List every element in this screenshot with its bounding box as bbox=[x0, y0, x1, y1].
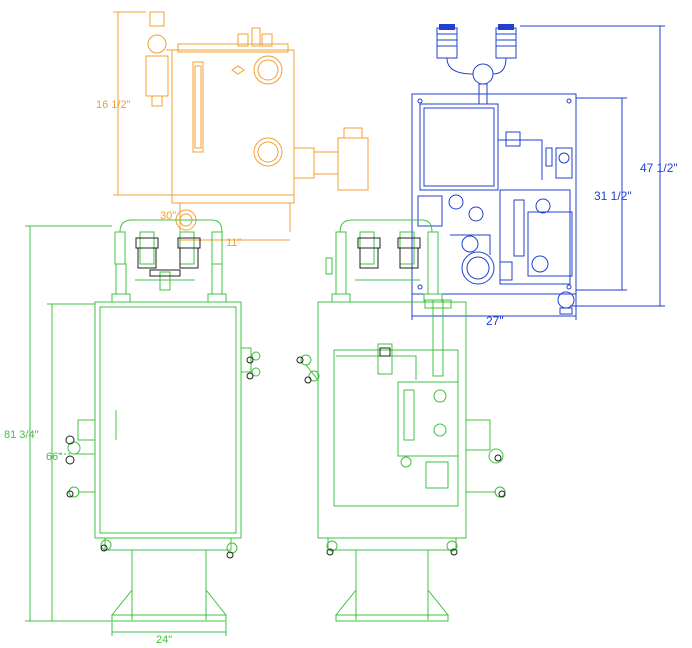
green-base-width-label: 24" bbox=[156, 634, 172, 646]
orange-small-label: 11" bbox=[226, 237, 241, 249]
orange-height-label: 16 1/2" bbox=[96, 99, 131, 111]
blue-couplers-fill bbox=[439, 24, 514, 30]
blue-inner-height-label: 31 1/2" bbox=[594, 189, 632, 203]
green-inlet-height-label: 66" bbox=[46, 451, 62, 463]
green-front-view bbox=[25, 219, 261, 636]
green-side-dark-parts bbox=[296, 237, 506, 556]
orange-regulator-unit bbox=[113, 11, 369, 241]
orange-width-label: 30" bbox=[160, 210, 176, 222]
blue-width-label: 27" bbox=[486, 314, 504, 328]
blue-outer-height-label: 47 1/2" bbox=[640, 161, 678, 175]
green-front-dark-parts bbox=[65, 237, 254, 559]
blue-control-panel bbox=[411, 25, 665, 320]
green-total-height-label: 81 3/4" bbox=[4, 429, 39, 441]
green-side-view bbox=[300, 219, 506, 622]
